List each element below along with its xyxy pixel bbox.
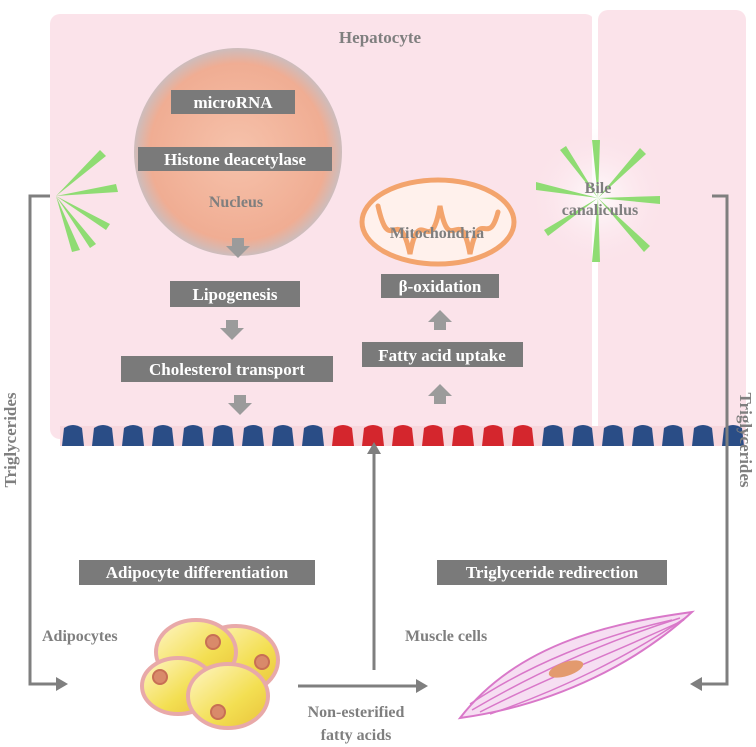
sinusoid-segment <box>692 425 714 446</box>
arrow-bottom-to-uptake <box>428 384 452 404</box>
hepatocyte-label: Hepatocyte <box>339 28 422 47</box>
arrowhead-left-adipocytes <box>56 677 68 691</box>
arrowhead-up-center <box>367 442 381 454</box>
bile-label-line1: Bile <box>585 180 612 197</box>
bile-canaliculus-icon <box>528 128 668 268</box>
sinusoid-segment <box>512 425 534 446</box>
connector-lines <box>28 194 729 688</box>
hdac-label: Histone deacetylase <box>164 150 307 169</box>
arrow-nucleus-to-lipogenesis <box>226 238 250 258</box>
arrowhead-right-muscle <box>690 677 702 691</box>
sinusoid-segment <box>62 425 84 446</box>
sinusoid-segment <box>602 425 624 446</box>
nucleus-label: Nucleus <box>209 194 263 211</box>
adipocytes-label: Adipocytes <box>42 628 118 645</box>
mitochondria-shape <box>359 177 517 267</box>
cholesterol-label: Cholesterol transport <box>149 360 305 379</box>
arrow-lipogenesis-to-cholesterol <box>220 320 244 340</box>
sinusoid-segment <box>212 425 234 446</box>
sinusoid-segment <box>542 425 564 446</box>
nefa-label-line1: Non-esterified <box>308 704 405 721</box>
sinusoid-segment <box>242 425 264 446</box>
sinusoid-segment <box>182 425 204 446</box>
fatty-acid-uptake-label: Fatty acid uptake <box>378 346 506 365</box>
microrna-box <box>171 90 295 114</box>
muscle-cells-label: Muscle cells <box>405 628 487 645</box>
lipogenesis-box <box>170 281 300 307</box>
sinusoid-segment <box>572 425 594 446</box>
arrow-cholesterol-down <box>228 395 252 415</box>
arrow-uptake-to-betaox <box>428 310 452 330</box>
sinusoid-segment <box>362 425 384 446</box>
beta-oxidation-label: β-oxidation <box>399 277 482 296</box>
hdac-box <box>138 147 332 171</box>
sinusoid-segment <box>302 425 324 446</box>
sinusoid-segment <box>272 425 294 446</box>
nefa-label-line2: fatty acids <box>321 727 392 744</box>
sinusoid-band <box>60 425 745 446</box>
sinusoid-segment <box>152 425 174 446</box>
sinusoid-segment <box>122 425 144 446</box>
bile-label-line2: canaliculus <box>562 202 638 219</box>
sinusoid-segment <box>332 425 354 446</box>
arrowhead-nefa-right <box>416 679 428 693</box>
sinusoid-segment <box>482 425 504 446</box>
lipogenesis-label: Lipogenesis <box>192 285 277 304</box>
mitochondria-label: Mitochondria <box>390 225 484 242</box>
triglycerides-right-label: Triglycerides <box>736 392 755 487</box>
triglycerides-left-label: Triglycerides <box>1 392 20 487</box>
triglyceride-redirection-box <box>437 560 667 585</box>
adipocyte-differentiation-label: Adipocyte differentiation <box>106 563 289 582</box>
adipocyte-differentiation-box <box>79 560 315 585</box>
bile-canaliculus-left-icon <box>56 150 118 252</box>
sinusoid-segment <box>422 425 444 446</box>
sinusoid-segment <box>392 425 414 446</box>
muscle-cell-illustration <box>457 610 696 720</box>
beta-oxidation-box <box>381 274 499 298</box>
adipocytes-illustration <box>140 618 280 730</box>
sinusoid-segment <box>662 425 684 446</box>
sinusoid-segment <box>452 425 474 446</box>
cholesterol-box <box>121 356 333 382</box>
triglyceride-redirection-label: Triglyceride redirection <box>466 563 639 582</box>
fatty-acid-uptake-box <box>362 342 523 367</box>
sinusoid-segment <box>632 425 654 446</box>
microrna-label: microRNA <box>194 93 274 112</box>
sinusoid-segment <box>92 425 114 446</box>
